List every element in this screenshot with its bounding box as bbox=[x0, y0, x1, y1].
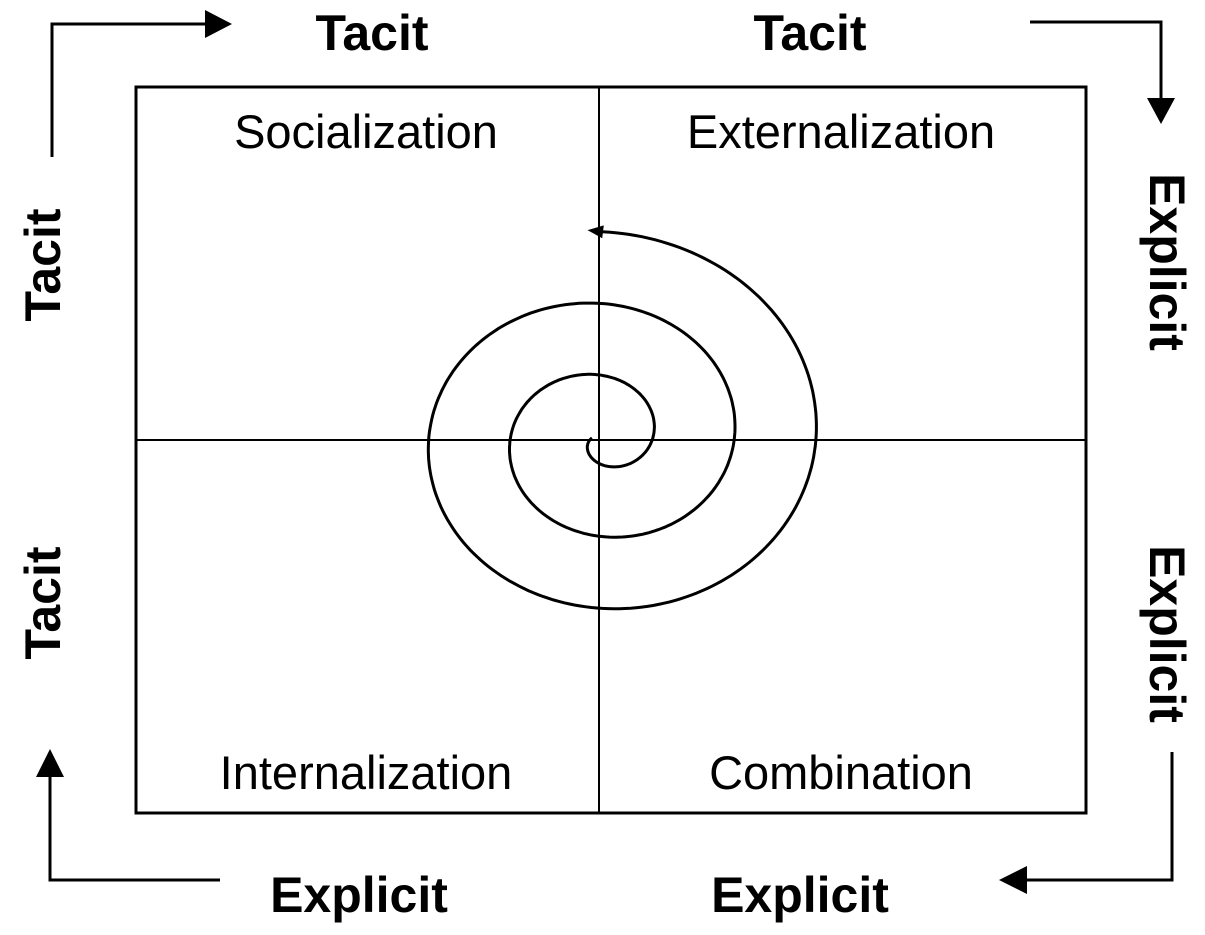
right-top-edge-label: Explicit bbox=[1139, 173, 1195, 351]
right-arrowhead-icon bbox=[205, 10, 232, 38]
bottom-right-flow-arrow bbox=[1027, 752, 1174, 882]
quadrant-socialization: Socialization bbox=[234, 105, 498, 158]
quadrant-externalization: Externalization bbox=[686, 105, 996, 158]
left-arrowhead-icon bbox=[999, 866, 1027, 894]
top-left-edge-label: Tacit bbox=[315, 5, 429, 61]
matrix-frame bbox=[134, 85, 1088, 815]
top-right-edge-label: Tacit bbox=[753, 5, 867, 61]
left-top-edge-label: Tacit bbox=[15, 208, 71, 322]
up-arrowhead-icon bbox=[36, 749, 64, 777]
knowledge-spiral bbox=[426, 230, 818, 611]
left-bottom-edge-label: Tacit bbox=[15, 546, 71, 660]
top-right-flow-arrow bbox=[1030, 20, 1163, 98]
top-left-flow-arrow bbox=[50, 22, 205, 157]
spiral-arrowhead-icon bbox=[587, 225, 604, 239]
bottom-right-edge-label: Explicit bbox=[711, 867, 889, 923]
right-bottom-edge-label: Explicit bbox=[1139, 545, 1195, 723]
down-arrowhead-icon bbox=[1147, 98, 1175, 124]
quadrant-combination: Combination bbox=[709, 746, 973, 799]
quadrant-internalization: Internalization bbox=[219, 746, 513, 799]
bottom-left-edge-label: Explicit bbox=[270, 867, 448, 923]
bottom-left-flow-arrow bbox=[48, 775, 220, 882]
